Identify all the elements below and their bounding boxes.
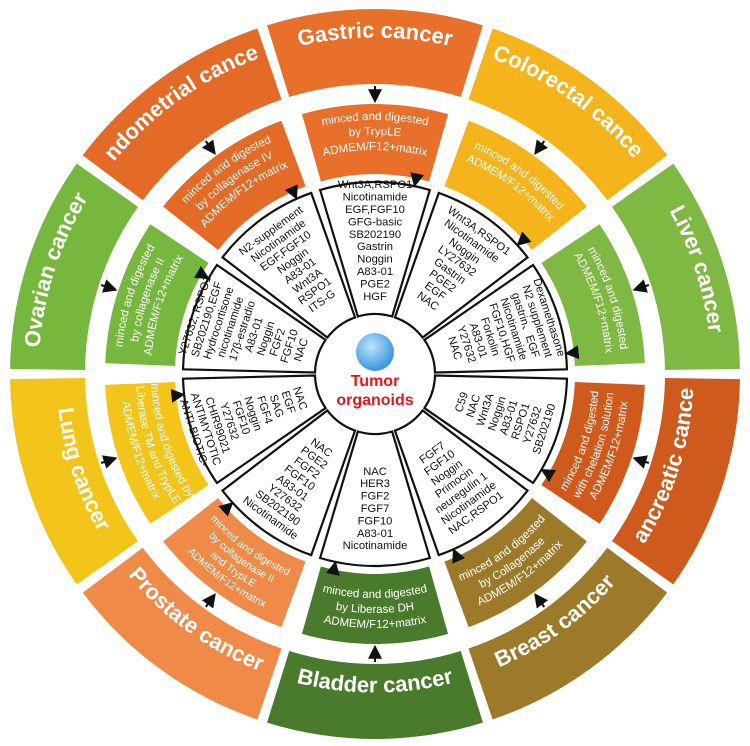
center-title-line-1: Tumor [351, 373, 400, 390]
factor-sector-liver-cancer [422, 263, 569, 374]
factor-item: NAC [363, 466, 387, 478]
center-hub: Tumor organoids [317, 316, 433, 432]
factor-item: A83-01 [357, 266, 393, 278]
method-line: minced and digested [321, 111, 430, 128]
arrow-icon [193, 265, 210, 279]
method-band-pancreatic-cancer [541, 382, 645, 524]
factor-sector-prostate-cancer [220, 408, 357, 557]
method-band-endometrial-cancer [163, 120, 306, 251]
factor-item: Nicotinamide [343, 192, 408, 204]
arrow-icon [100, 279, 118, 293]
method-line: ADMEM/F12+matrix [323, 614, 428, 631]
cancer-band-pancreatic-cancer [611, 378, 740, 585]
factor-item: FGF10 [358, 515, 393, 527]
cancer-band-prostate-cancer [82, 547, 282, 720]
factor-sector-bladder-cancer [318, 430, 432, 568]
factor-item: EGF,FGF10 [345, 204, 405, 216]
cancer-band-lung-cancer [10, 378, 139, 585]
factor-item: Gastrin [357, 241, 393, 253]
arrow-icon [516, 231, 532, 247]
factor-sector-ovarian-cancer [181, 263, 328, 374]
method-line: ADMEM/F12+matrix [322, 141, 429, 159]
arrow-icon [100, 455, 118, 469]
factor-item: Wnt3A,RSPO1 [338, 179, 413, 191]
arrow-icon [325, 560, 340, 576]
arrow-icon [564, 345, 580, 360]
factor-sector-breast-cancer [393, 408, 530, 557]
cancer-band-bladder-cancer [267, 651, 483, 739]
cancer-band-gastric-cancer [267, 8, 483, 97]
method-band-breast-cancer [444, 497, 587, 628]
factor-sector-pancreatic-cancer [422, 374, 569, 485]
arrow-icon [540, 469, 557, 483]
method-band-gastric-cancer [301, 104, 449, 182]
method-line: minced and digested [322, 583, 429, 601]
arrow-icon [284, 184, 298, 200]
method-band-liver-cancer [541, 224, 645, 366]
arrow-icon [201, 139, 216, 155]
cancer-band-colorectal-cancer [468, 28, 668, 201]
arrow-icon [218, 501, 234, 517]
arrow-icon [410, 172, 425, 188]
factor-item: Nicotinamide [343, 540, 408, 552]
method-line: by Liberase DH [335, 601, 415, 616]
factor-item: FGF7 [361, 503, 390, 515]
factor-item: PGE2 [360, 278, 390, 290]
factor-item: GFG-basic [348, 216, 402, 228]
method-band-colorectal-cancer [444, 120, 587, 251]
method-band-bladder-cancer [301, 566, 449, 644]
arrow-icon [170, 388, 186, 403]
arrow-icon [201, 593, 216, 609]
arrow-icon [452, 548, 466, 564]
factor-list-gastric-cancer: Wnt3A,RSPO1NicotinamideEGF,FGF10GFG-basi… [338, 179, 413, 303]
factor-item: HGF [363, 291, 387, 303]
method-band-lung-cancer [105, 382, 209, 524]
cancer-band-ovarian-cancer [10, 163, 139, 370]
arrow-icon [632, 279, 650, 293]
arrows-layer [100, 86, 650, 662]
arrow-icon [632, 455, 650, 469]
factor-sector-endometrial-cancer [220, 191, 357, 340]
arrow-icon [534, 593, 549, 609]
factor-item: FGF2 [361, 491, 390, 503]
method-line: by TrypLE [348, 126, 402, 139]
arrow-icon [534, 139, 549, 155]
center-title-line-2: organoids [336, 392, 413, 409]
factor-item: SB202190 [349, 229, 401, 241]
factor-sector-lung-cancer [181, 374, 328, 485]
cancer-band-liver-cancer [611, 163, 740, 370]
cancer-band-breast-cancer [468, 547, 668, 720]
factor-item: A83-01 [357, 528, 393, 540]
center-disc [317, 316, 433, 432]
factor-item: Noggin [357, 254, 392, 266]
factor-sector-gastric-cancer [318, 180, 432, 318]
factor-sector-colorectal-cancer [393, 191, 530, 340]
cancer-band-endometrial-cancer [82, 28, 282, 201]
method-band-prostate-cancer [163, 497, 306, 628]
factor-item: HER3 [360, 478, 390, 490]
organoid-orb-icon [356, 333, 394, 371]
method-band-ovarian-cancer [105, 224, 209, 366]
